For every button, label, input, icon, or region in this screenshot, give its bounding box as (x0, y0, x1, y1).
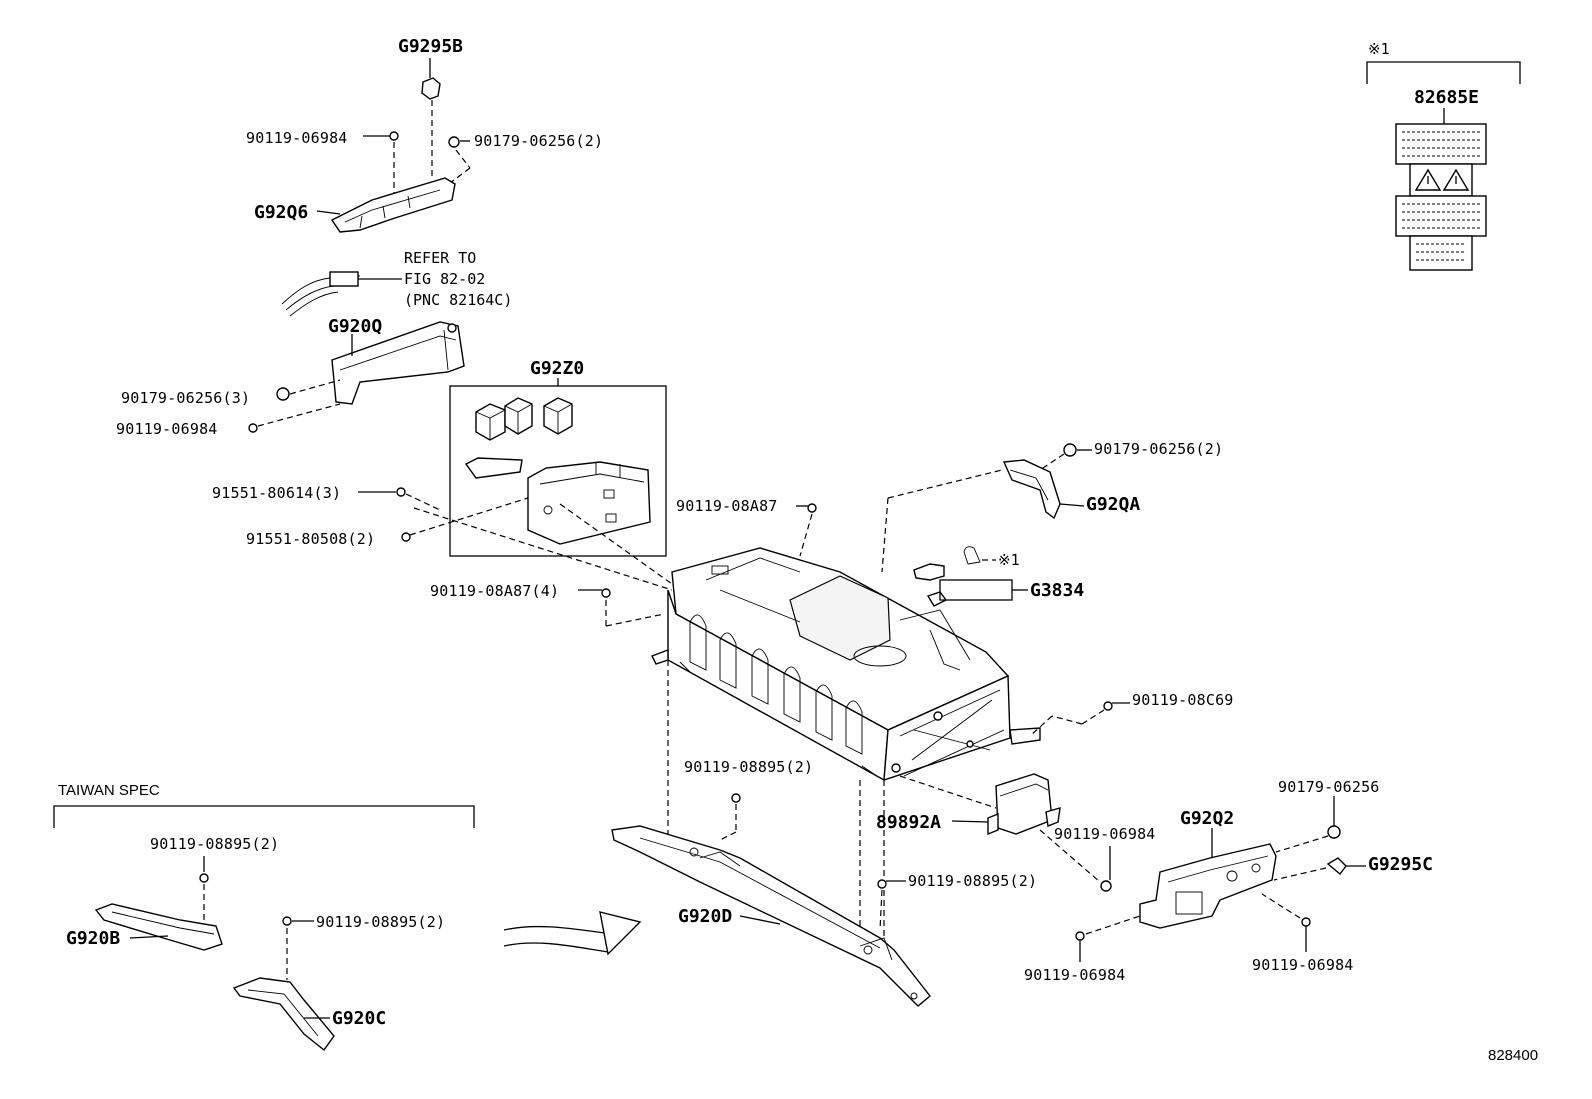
g92qa-label: G92QA (1086, 494, 1140, 515)
p90119-06984-b-label: 90119-06984 (116, 420, 218, 438)
g92qa-bracket-shape[interactable] (1002, 459, 1061, 520)
p90179-06256-label: 90179-06256 (1278, 778, 1380, 796)
g920q-assembly: G920Q 90179-06256(3) 90119-06984 (116, 316, 465, 438)
g92q2-label: G92Q2 (1180, 808, 1234, 829)
bolt-90119-08a87-4-icon[interactable] (601, 588, 611, 598)
bolt-90119-06984-c-icon[interactable] (1100, 880, 1112, 892)
p90119-08895-2b-label: 90119-08895(2) (908, 872, 1037, 890)
p90119-06984-d-label: 90119-06984 (1024, 966, 1126, 984)
taiwan-p90119-08895-2a-label: 90119-08895(2) (150, 835, 279, 853)
g920q-label: G920Q (328, 316, 382, 337)
g92z0-assembly: G92Z0 (449, 358, 667, 557)
g92z0-fasteners: 91551-80614(3) 91551-80508(2) (212, 484, 529, 548)
p90179-06256-3-label: 90179-06256(3) (121, 389, 250, 407)
bolt-90119-08a87-icon[interactable] (807, 503, 817, 513)
g3834-sensor-shape[interactable] (926, 591, 948, 607)
g920d-frame-shape[interactable] (611, 825, 931, 1007)
relay-2-shape[interactable] (504, 397, 533, 435)
g92q6-label: G92Q6 (254, 202, 308, 223)
p91551-80614-3-label: 91551-80614(3) (212, 484, 341, 502)
taiwan-bolt-a-icon[interactable] (199, 873, 209, 883)
g920d-label: G920D (678, 906, 732, 927)
p90179-06256-2a-label: 90179-06256(2) (474, 132, 603, 150)
nut-90179-06256-icon[interactable] (448, 136, 460, 148)
bolt-91551-80614-icon[interactable] (396, 487, 406, 497)
spec-direction-arrow (503, 911, 642, 956)
note-ref-label: ※1 (998, 551, 1020, 569)
p82685e-label: 82685E (1414, 87, 1479, 108)
note-ref-top-label: ※1 (1368, 40, 1390, 58)
g3834-label: G3834 (1030, 580, 1084, 601)
p82685e-assembly: ※1 82685E (1366, 40, 1521, 271)
p90119-06984-a-label: 90119-06984 (246, 129, 348, 147)
taiwan-spec-title: TAIWAN SPEC (58, 782, 160, 799)
hybrid-battery-pack (651, 547, 1041, 782)
battery-cover-hump (789, 575, 891, 661)
bolt-90119-06984-icon[interactable] (389, 131, 399, 141)
g3834-assembly: ※1 G3834 (913, 546, 1084, 607)
fuse-bar-shape[interactable] (464, 457, 523, 479)
g9295c-clip-shape[interactable] (1326, 857, 1347, 876)
p90119-06984-e-label: 90119-06984 (1252, 956, 1354, 974)
p90119-08a87-4-label: 90119-08A87(4) (430, 582, 559, 600)
p89892a-ecu-shape[interactable] (995, 773, 1053, 835)
bolt-90119-06984-d-icon[interactable] (1075, 931, 1085, 941)
g9295c-label: G9295C (1368, 854, 1433, 875)
p90179-06256-2b-label: 90179-06256(2) (1094, 440, 1223, 458)
p91551-80508-2-label: 91551-80508(2) (246, 530, 375, 548)
harness-connector-shape[interactable] (329, 271, 359, 287)
g92qa-assembly: 90179-06256(2) G92QA (1002, 440, 1223, 520)
p90119-08a87-label: 90119-08A87 (676, 497, 778, 515)
g92q6-bracket-shape[interactable] (330, 177, 456, 233)
g920c-label: G920C (332, 1008, 386, 1029)
bolt-90119-06984-b-icon[interactable] (248, 423, 258, 433)
g9295b-label: G9295B (398, 36, 463, 57)
g92z0-label: G92Z0 (530, 358, 584, 379)
p90119-06984-c-label: 90119-06984 (1054, 825, 1156, 843)
refer-fig-text: FIG 82-02 (404, 270, 485, 288)
nut-90179-06256-3-icon[interactable] (276, 387, 290, 401)
taiwan-bolt-b-icon[interactable] (282, 916, 292, 926)
figure-number: 828400 (1488, 1047, 1538, 1064)
bolt-90119-08895-2a-icon[interactable] (731, 793, 741, 803)
relay-block-shape[interactable] (527, 461, 651, 545)
bolt-90119-06984-e-icon[interactable] (1301, 917, 1311, 927)
p89892a-assembly: 89892A (876, 773, 1101, 883)
p90119-08895-2a-label: 90119-08895(2) (684, 758, 813, 776)
bolt-91551-80508-icon[interactable] (401, 532, 411, 542)
nut-90179-06256-icon[interactable] (1327, 825, 1341, 839)
taiwan-p90119-08895-2b-label: 90119-08895(2) (316, 913, 445, 931)
g92q2-assembly: 90119-06984 G92Q2 90179-06256 G9295C 901… (1024, 778, 1433, 984)
g920b-label: G920B (66, 928, 120, 949)
g920q-bracket-shape[interactable] (331, 321, 465, 405)
g9295b-clip-shape[interactable] (421, 77, 441, 100)
g92q6-assembly: G9295B 90119-06984 90179-06256(2) G92Q6 (246, 36, 603, 233)
wire-harness-reference: REFER TO FIG 82-02 (PNC 82164C) (281, 249, 512, 317)
taiwan-spec-section: TAIWAN SPEC 90119-08895(2) G920B 90119-0… (53, 782, 475, 1052)
refer-to-text: REFER TO (404, 249, 476, 267)
g920d-assembly: 90119-08895(2) 90119-08895(2) G920D (611, 660, 1037, 1007)
arrow-curve (503, 925, 613, 935)
arrow-head-icon (599, 911, 642, 956)
g920c-bracket-shape[interactable] (232, 977, 335, 1052)
refer-pnc-text: (PNC 82164C) (404, 291, 512, 309)
relay-1-shape[interactable] (475, 403, 506, 441)
p90119-08c69-label: 90119-08C69 (1132, 691, 1234, 709)
bolt-90119-08895-2b-icon[interactable] (877, 879, 887, 889)
p89892a-label: 89892A (876, 812, 941, 833)
bolt-90119-08c69-icon[interactable] (1103, 701, 1113, 711)
battery-end-face[interactable] (883, 674, 1011, 781)
battery-fasteners (413, 469, 1130, 737)
g92q2-bracket-shape[interactable] (1139, 843, 1277, 929)
g3834-connector-shape[interactable] (913, 563, 945, 581)
warning-label-graphic[interactable] (1395, 123, 1487, 271)
label-marker-shape (963, 546, 981, 565)
nut-90179-06256-2b-icon[interactable] (1063, 443, 1077, 457)
